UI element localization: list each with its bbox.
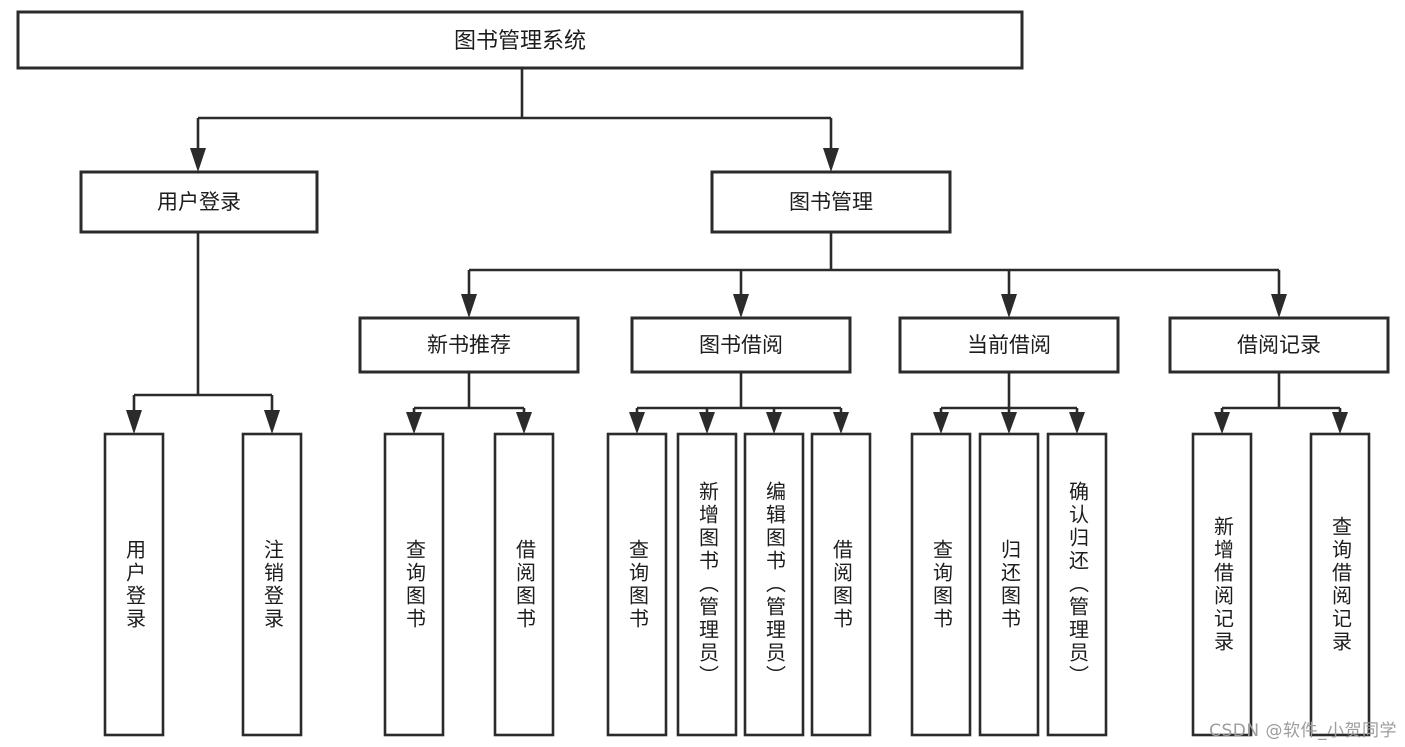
node-label-root: 图书管理系统 (454, 29, 586, 54)
node-box-leaf-borrow-books[interactable] (810, 432, 872, 737)
node-label-current-borrow: 当前借阅 (967, 333, 1051, 357)
watermark-text: CSDN @软件_小贺同学 (1209, 721, 1397, 741)
node-label-book-borrow: 图书借阅 (699, 333, 783, 357)
arrow-new-books-leaf1 (406, 412, 422, 434)
node-label-new-books: 新书推荐 (427, 333, 511, 357)
arrow-borrow-record-leaf2 (1332, 412, 1348, 434)
arrow-book-borrow-leaf1 (629, 412, 645, 434)
arrow-book-borrow-leaf2 (699, 412, 715, 434)
node-box-leaf-return-books[interactable] (978, 432, 1040, 737)
node-box-leaf-query-books-borrow[interactable] (606, 432, 668, 737)
node-label-book-manage: 图书管理 (789, 190, 873, 214)
node-box-leaf-user-login[interactable] (103, 432, 165, 737)
arrow-current-borrow-leaf1 (933, 412, 949, 434)
connector-layer (126, 68, 1348, 434)
node-box-borrow-record[interactable] (1168, 316, 1390, 374)
node-box-book-borrow[interactable] (630, 316, 852, 374)
arrow-to-book-borrow (733, 294, 749, 318)
node-box-root[interactable] (16, 10, 1024, 70)
node-box-leaf-query-record[interactable] (1309, 432, 1371, 737)
arrow-borrow-record-leaf1 (1214, 412, 1230, 434)
node-box-current-borrow[interactable] (898, 316, 1120, 374)
arrow-to-borrow-record (1271, 294, 1287, 318)
arrow-current-borrow-leaf2 (1001, 412, 1017, 434)
node-box-new-books[interactable] (358, 316, 580, 374)
node-layer (16, 10, 1390, 737)
node-box-book-manage[interactable] (710, 170, 952, 234)
node-box-user-login[interactable] (79, 170, 319, 234)
arrow-to-current-borrow (1001, 294, 1017, 318)
node-label-user-login: 用户登录 (157, 190, 241, 214)
label-layer: 图书管理系统 用户登录 图书管理 新书推荐 图书借阅 当前借阅 借阅记录 (157, 29, 1321, 357)
node-label-borrow-record: 借阅记录 (1237, 333, 1321, 357)
arrow-new-books-leaf2 (516, 412, 532, 434)
arrow-book-borrow-leaf4 (833, 412, 849, 434)
node-box-leaf-add-book-admin[interactable] (676, 432, 738, 737)
arrow-user-login-leaf2 (264, 410, 280, 434)
arrow-to-user-login (190, 148, 206, 172)
arrow-current-borrow-leaf3 (1069, 412, 1085, 434)
arrow-user-login-leaf1 (126, 410, 142, 434)
node-box-leaf-confirm-return-admin[interactable] (1046, 432, 1108, 737)
node-box-leaf-edit-book-admin[interactable] (743, 432, 805, 737)
node-box-leaf-query-books-new[interactable] (383, 432, 445, 737)
arrow-book-borrow-leaf3 (766, 412, 782, 434)
arrow-to-book-manage (823, 148, 839, 172)
node-box-leaf-add-record[interactable] (1191, 432, 1253, 737)
node-box-leaf-logout[interactable] (241, 432, 303, 737)
arrow-to-new-books (461, 294, 477, 318)
node-box-leaf-query-books-current[interactable] (910, 432, 972, 737)
node-box-leaf-borrow-books-new[interactable] (493, 432, 555, 737)
